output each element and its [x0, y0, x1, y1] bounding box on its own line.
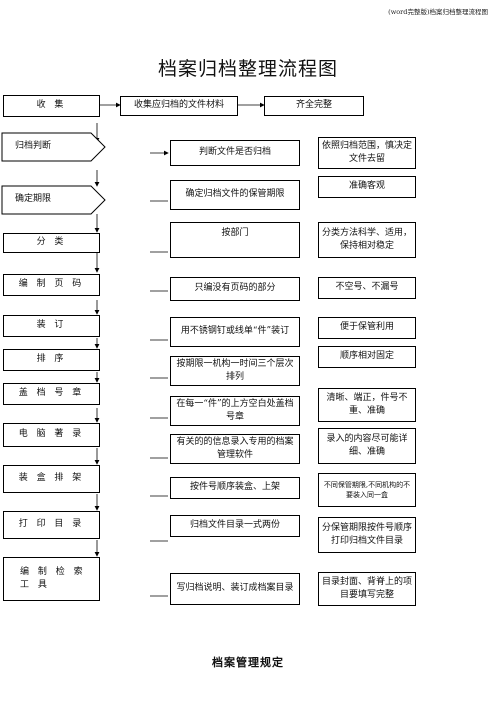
- decision-archive-judgment: [1, 132, 106, 162]
- step-page-number: 编 制 页 码: [3, 274, 100, 296]
- action-collect: 收集应归档的文件材料: [120, 96, 238, 116]
- document-header: (word完整版)档案归档整理流程图: [388, 8, 488, 16]
- step-print-catalog: 打 印 目 录: [3, 511, 100, 539]
- step-classify: 分 类: [3, 233, 100, 253]
- req-classify: 分类方法科学、适用，保持相对稳定: [318, 222, 416, 258]
- page-title: 档案归档整理流程图: [157, 58, 338, 80]
- step-binding: 装 订: [3, 315, 100, 337]
- req-print-catalog: 分保管期限按件号顺序打印归档文件目录: [318, 517, 416, 553]
- req-boxing: 不同保管期限,不同机构的不要装入同一盒: [318, 473, 416, 507]
- step-computer-entry: 电 脑 著 录: [3, 423, 100, 447]
- step-collect: 收 集: [3, 95, 100, 117]
- step-index-tools: 编 制 检 索 工 具: [3, 557, 100, 601]
- req-page-number: 不空号、不漏号: [318, 277, 416, 299]
- action-sort: 按期限一机构一时间三个层次排列: [170, 356, 300, 386]
- req-stamp: 清晰、端正，件号不重、准确: [318, 388, 416, 422]
- req-collect: 齐全完整: [264, 96, 364, 116]
- action-print-catalog: 归档文件目录一式两份: [170, 515, 300, 537]
- req-index-tools: 目录封面、背脊上的项目要填写完整: [318, 572, 416, 606]
- step-archive-judgment: 归档判断: [15, 141, 52, 152]
- step-stamp: 盖 档 号 章: [3, 383, 100, 405]
- decision-retention-period: [1, 185, 106, 215]
- action-stamp: 在每一“件”的上方空白处盖档号章: [170, 396, 300, 426]
- action-page-number: 只编没有页码的部分: [170, 277, 300, 301]
- action-classify: 按部门: [170, 222, 300, 258]
- footer-heading: 档案管理规定: [212, 656, 284, 669]
- step-retention-period: 确定期限: [15, 194, 52, 205]
- action-binding: 用不锈钢钉或线单“件”装订: [170, 317, 300, 347]
- action-archive-judgment: 判断文件是否归档: [170, 140, 300, 166]
- action-index-tools: 写归档说明、装订成档案目录: [170, 573, 300, 605]
- req-sort: 顺序相对固定: [318, 346, 416, 368]
- req-binding: 便于保管利用: [318, 317, 416, 339]
- req-archive-judgment: 依照归档范围，慎决定文件去留: [318, 137, 416, 169]
- action-boxing: 按件号顺序装盒、上架: [170, 477, 300, 499]
- action-retention-period: 确定归档文件的保管期限: [170, 180, 300, 210]
- step-boxing: 装 盒 排 架: [3, 465, 100, 493]
- action-computer-entry: 有关的的信息录入专用的档案管理软件: [170, 434, 300, 464]
- step-sort: 排 序: [3, 349, 100, 371]
- req-retention-period: 准确客观: [318, 176, 416, 198]
- req-computer-entry: 录入的内容尽可能详细、准确: [318, 428, 416, 464]
